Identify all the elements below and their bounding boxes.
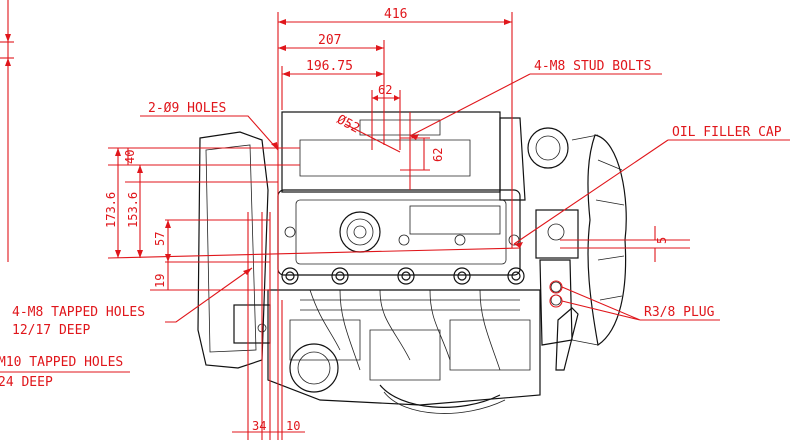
dim-40: 40 — [123, 150, 137, 164]
dim-diam-52: Ø52 — [334, 112, 362, 136]
dimension-text: 416 207 196.75 62 Ø52 62 40 173.6 153.6 … — [0, 7, 782, 433]
dim-62-top: 62 — [378, 83, 392, 97]
label-tapped-m10-1: M10 TAPPED HOLES — [0, 355, 123, 370]
dim-173: 173.6 — [104, 192, 118, 228]
dim-62-vertical: 62 — [431, 148, 445, 162]
label-stud-bolts: 4-M8 STUD BOLTS — [534, 59, 651, 74]
dim-overall-width: 416 — [384, 7, 407, 22]
label-tapped-m10-2: 24 DEEP — [0, 375, 53, 390]
label-tapped-m8-2: 12/17 DEEP — [12, 323, 90, 338]
label-holes-9: 2-Ø9 HOLES — [148, 101, 226, 116]
dim-34: 34 — [252, 419, 266, 433]
dim-10: 10 — [286, 419, 300, 433]
dim-207: 207 — [318, 33, 341, 48]
dim-196: 196.75 — [306, 59, 353, 74]
engine-outline — [197, 111, 627, 414]
dim-19: 19 — [153, 274, 167, 288]
dim-5: 5 — [655, 237, 669, 244]
label-tapped-m8-1: 4-M8 TAPPED HOLES — [12, 305, 145, 320]
dim-57: 57 — [153, 232, 167, 246]
label-plug: R3/8 PLUG — [644, 305, 715, 320]
label-oil-filler: OIL FILLER CAP — [672, 125, 782, 140]
dim-153: 153.6 — [126, 192, 140, 228]
